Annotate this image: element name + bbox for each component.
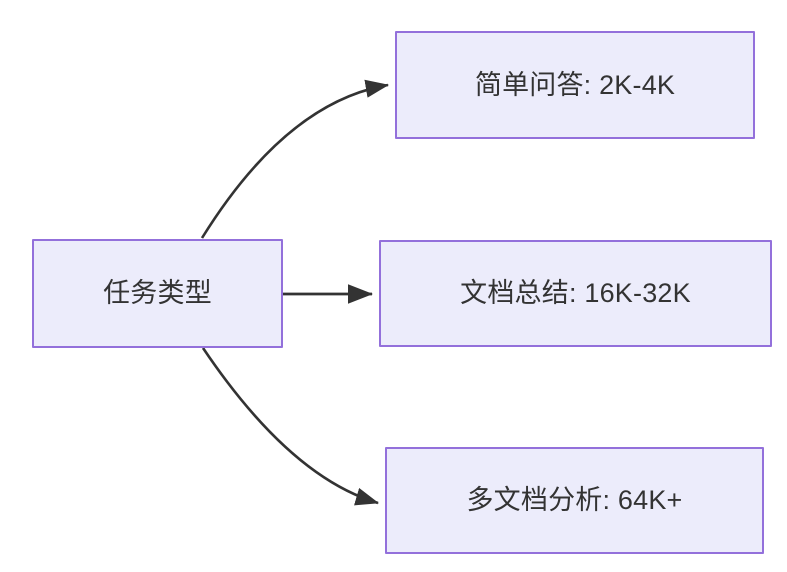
- node-simple-qa[interactable]: 简单问答: 2K-4K: [395, 31, 755, 139]
- edge-source-to-simple-qa: [200, 79, 390, 239]
- node-document-summary[interactable]: 文档总结: 16K-32K: [379, 240, 772, 347]
- node-simple-qa-label: 简单问答: 2K-4K: [474, 69, 676, 100]
- edge-source-to-multi-doc: [201, 347, 379, 506]
- node-document-summary-label: 文档总结: 16K-32K: [460, 278, 691, 309]
- node-task-type[interactable]: 任务类型: [32, 239, 283, 348]
- node-multi-document-analysis-label: 多文档分析: 64K+: [466, 485, 683, 516]
- node-task-type-label: 任务类型: [103, 278, 212, 309]
- node-multi-document-analysis[interactable]: 多文档分析: 64K+: [385, 447, 764, 554]
